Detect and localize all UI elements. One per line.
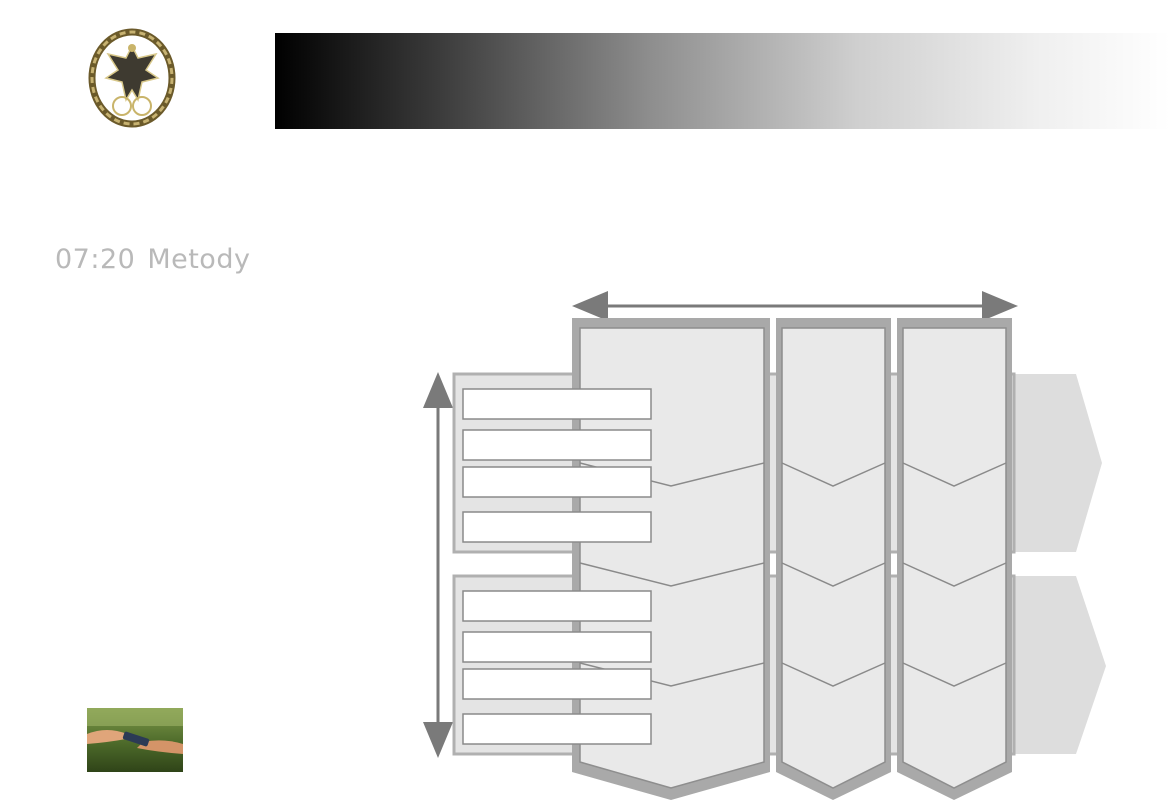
label-box bbox=[462, 511, 652, 543]
hands-handover-photo bbox=[87, 708, 183, 772]
slide-time: 07:20 bbox=[55, 244, 136, 275]
label-box bbox=[462, 668, 652, 700]
column-2 bbox=[776, 318, 891, 800]
label-group-bottom bbox=[462, 590, 652, 745]
slide-title-text: Metody bbox=[147, 244, 251, 275]
label-group-top bbox=[462, 388, 652, 543]
label-box bbox=[462, 466, 652, 498]
label-box bbox=[462, 388, 652, 420]
column-3 bbox=[897, 318, 1012, 800]
label-box bbox=[462, 429, 652, 461]
right-chevron-top bbox=[1010, 374, 1102, 552]
label-box bbox=[462, 590, 652, 622]
header-gradient-bar bbox=[275, 33, 1170, 129]
label-box bbox=[462, 631, 652, 663]
right-chevron-bottom bbox=[1010, 576, 1106, 754]
eagle-emblem-icon bbox=[84, 26, 180, 130]
label-box bbox=[462, 713, 652, 745]
slide-title: 07:20 Metody bbox=[55, 244, 262, 275]
